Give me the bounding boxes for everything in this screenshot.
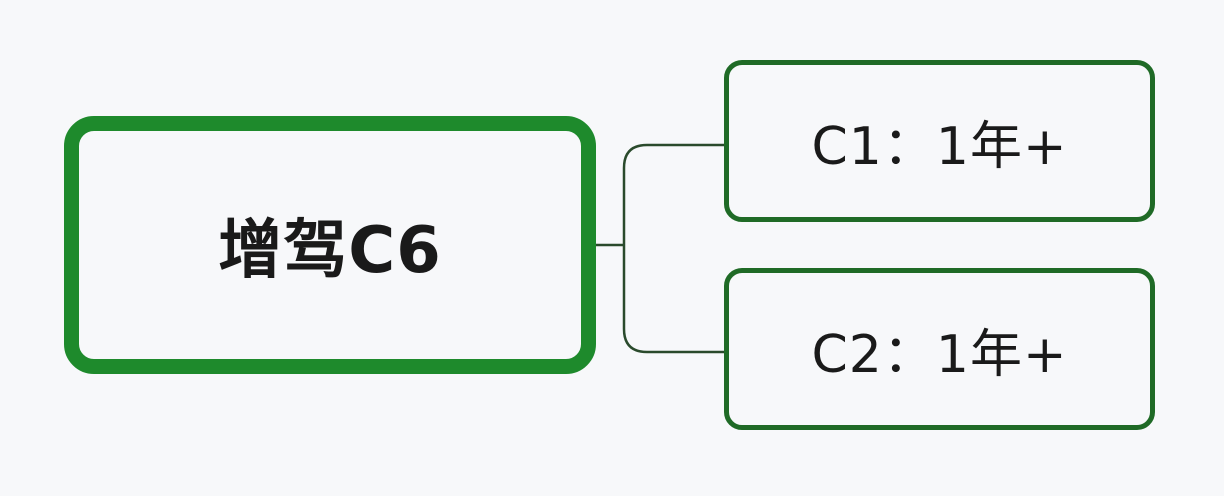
child-node-c2-label: C2：1年+ [811,324,1068,385]
root-node-label: 增驾C6 [218,214,442,288]
connector-to-child-2 [622,245,724,354]
root-node[interactable]: 增驾C6 [64,116,596,374]
connector-to-child-1 [622,143,724,245]
child-node-c1-label: C1：1年+ [811,116,1068,177]
child-node-c2[interactable]: C2：1年+ [724,268,1155,430]
child-node-c1[interactable]: C1：1年+ [724,60,1155,222]
